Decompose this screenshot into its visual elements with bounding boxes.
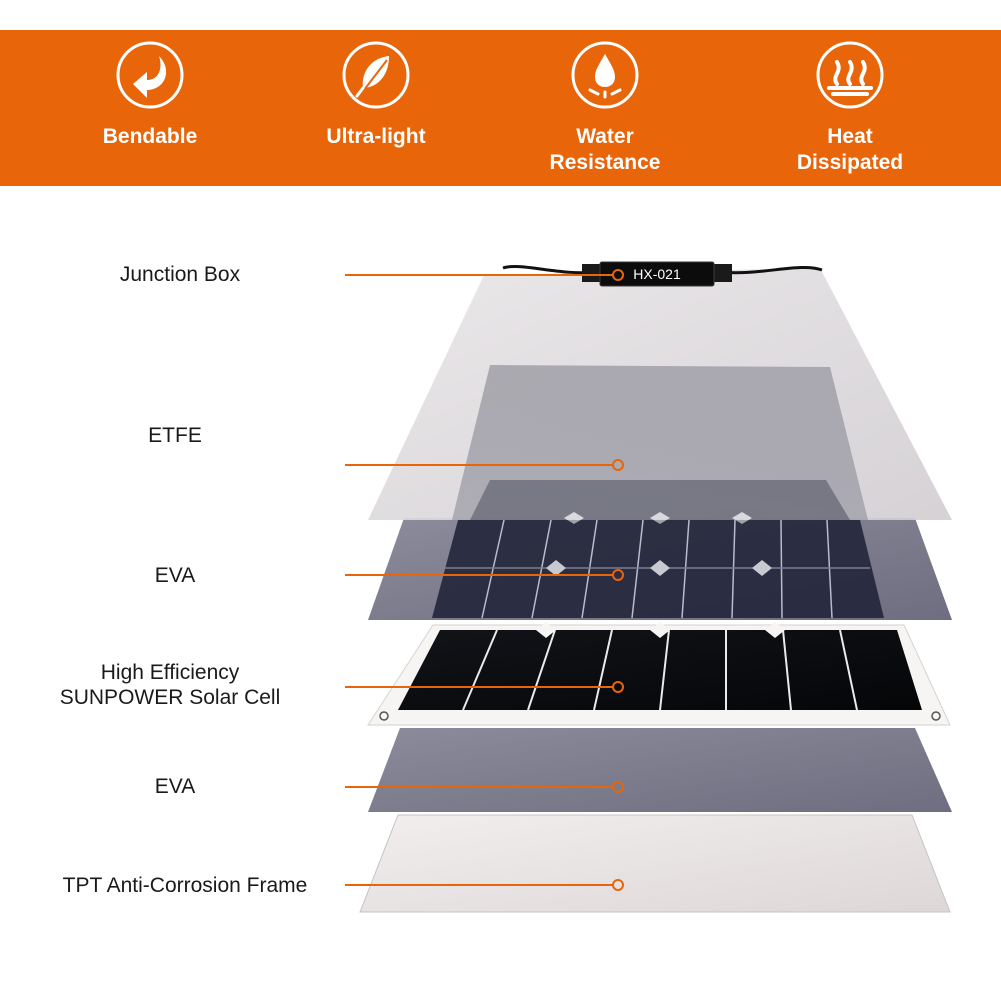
feather-icon	[341, 40, 411, 110]
solar-cell-grid	[398, 622, 922, 711]
layer-label-tpt-frame: TPT Anti-Corrosion Frame	[62, 874, 308, 897]
water-drop-icon	[570, 40, 640, 110]
feature-label: Water Resistance	[549, 125, 661, 174]
feature-label: Heat Dissipated	[796, 125, 904, 174]
bend-arrow-icon	[115, 40, 185, 110]
junction-box: HX-021	[502, 261, 823, 287]
layer-label-etfe: ETFE	[148, 424, 202, 447]
tpt-frame-layer	[359, 814, 951, 913]
solar-cell-grid-upper	[432, 519, 884, 619]
layer-label-eva-upper: EVA	[154, 564, 196, 587]
heat-waves-icon	[815, 40, 885, 110]
layer-label-solar-cell: High Efficiency SUNPOWER Solar Cell	[59, 661, 281, 709]
eva-lower-layer	[368, 728, 952, 812]
feature-banner: Bendable Ultra-light Water Resistance	[0, 30, 1001, 186]
solar-cell-grid-top	[470, 480, 850, 524]
junction-box-model-text: HX-021	[633, 266, 681, 282]
layer-label-junction-box: Junction Box	[119, 263, 241, 286]
leader-lines	[345, 269, 624, 891]
feature-label: Ultra-light	[326, 125, 426, 148]
layer-label-eva-lower: EVA	[154, 775, 196, 798]
feature-label: Bendable	[102, 125, 198, 148]
